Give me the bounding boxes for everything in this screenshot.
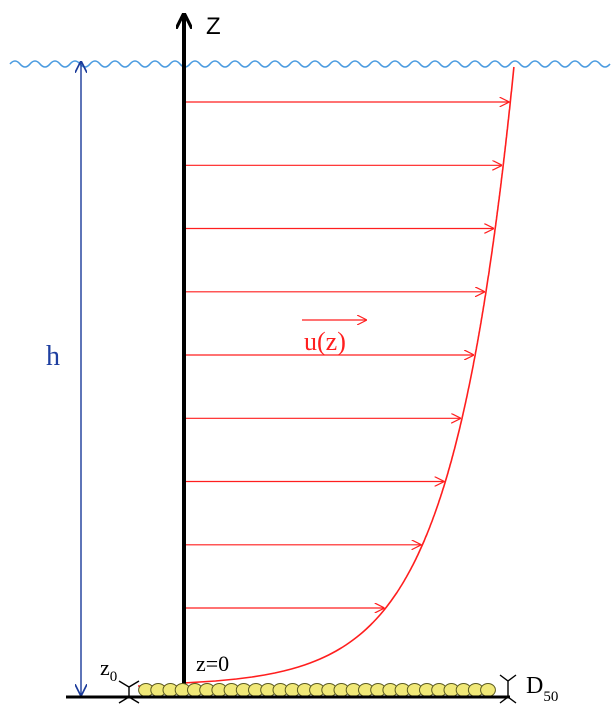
grain-size-marker: D50 — [499, 673, 558, 705]
origin-label: z=0 — [196, 651, 229, 676]
svg-text:u(z): u(z) — [304, 327, 346, 356]
roughness-label: z — [100, 655, 110, 680]
z-axis-label: Z — [206, 13, 221, 40]
velocity-u-text: u — [304, 327, 317, 356]
grain-size-sub: 50 — [543, 689, 558, 705]
grain-size-bracket — [499, 674, 517, 704]
velocity-label: u(z) — [302, 320, 366, 356]
svg-text:z0: z0 — [100, 655, 117, 685]
depth-label: h — [46, 341, 60, 372]
grain-size-label: D — [526, 673, 543, 699]
roughness-marker: z0 — [100, 655, 140, 704]
sediment-bed — [138, 683, 496, 697]
roughness-bracket — [118, 680, 140, 704]
velocity-arrows — [184, 102, 508, 608]
svg-text:D50: D50 — [526, 673, 558, 705]
velocity-arg-text: (z) — [317, 327, 346, 356]
roughness-sub: 0 — [110, 669, 118, 685]
sediment-grain — [480, 683, 496, 697]
water-surface — [9, 60, 611, 68]
velocity-profile-curve — [138, 66, 515, 687]
